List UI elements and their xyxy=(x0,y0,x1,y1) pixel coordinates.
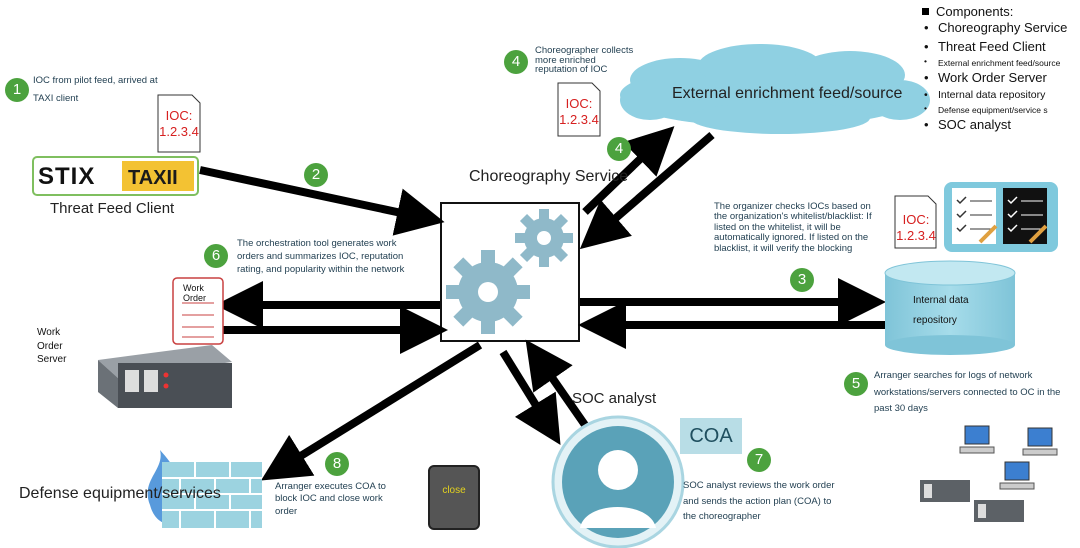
step-text-1: IOC from pilot feed, arrived at TAXI cli… xyxy=(33,75,158,105)
step-text-7: SOC analyst reviews the work order and s… xyxy=(683,480,835,523)
components-item: Internal data repository xyxy=(922,88,1078,104)
components-legend: Components: Choreography Service Threat … xyxy=(922,4,1078,135)
threat-feed-client-label: Threat Feed Client xyxy=(50,200,175,217)
step-badge-8: 8 xyxy=(325,452,349,476)
components-item: Work Order Server xyxy=(922,69,1078,88)
ioc-label: IOC: xyxy=(165,108,193,123)
taxii-logo-bg xyxy=(122,161,194,191)
ioc-value: 1.2.3.4 xyxy=(896,227,936,243)
flow-arrows xyxy=(199,126,886,481)
arrow-cloud-to-chore xyxy=(579,131,715,250)
step-badge-3: 3 xyxy=(790,268,814,292)
components-item: Threat Feed Client xyxy=(922,38,1078,57)
ioc-value: 1.2.3.4 xyxy=(559,111,599,127)
coa-box: COA xyxy=(680,418,742,454)
step-badge-5: 5 xyxy=(844,372,868,396)
components-item: External enrichment feed/source xyxy=(922,57,1078,70)
internal-repo-label: Internal data repository xyxy=(913,295,969,326)
arrow-chore-to-defense xyxy=(260,341,483,481)
network-computers-icon xyxy=(920,425,1058,522)
taxii-logo: TAXII xyxy=(128,167,178,189)
step-badge-4a: 4 xyxy=(504,50,528,74)
components-list: Choreography Service Threat Feed Client … xyxy=(922,19,1078,135)
ioc-document-icon xyxy=(157,82,937,249)
arrow-soc-to-chore xyxy=(525,339,589,428)
step-text-3: The organizer checks IOCs based on the o… xyxy=(714,201,872,254)
components-header: Components: xyxy=(922,4,1078,19)
ioc-doc-1: IOC: 1.2.3.4 xyxy=(158,108,200,139)
work-order-server-label: Work Order Server xyxy=(37,327,67,365)
soc-analyst-label: SOC analyst xyxy=(572,390,657,407)
ioc-label: IOC: xyxy=(902,212,930,227)
components-item: Defense equipment/service s xyxy=(922,104,1078,117)
defense-equipment-label: Defense equipment/services xyxy=(19,485,221,502)
analyst-avatar-icon xyxy=(551,415,685,548)
step-text-8: Arranger executes COA to block IOC and c… xyxy=(275,481,386,517)
checklist-icon xyxy=(944,182,1058,252)
work-order-doc-label: Work Order xyxy=(183,283,207,303)
ioc-value: 1.2.3.4 xyxy=(159,123,199,139)
close-button[interactable]: close xyxy=(428,465,480,530)
step-text-4: Choreographer collects more enriched rep… xyxy=(535,45,634,75)
step-badge-2: 2 xyxy=(304,163,328,187)
choreography-service-label: Choreography Service xyxy=(469,168,629,185)
step-badge-4b: 4 xyxy=(607,137,631,161)
components-item: Choreography Service xyxy=(922,19,1078,38)
ioc-doc-2: IOC: 1.2.3.4 xyxy=(557,96,601,127)
components-item: SOC analyst xyxy=(922,116,1078,135)
arrow-feed-to-chore xyxy=(199,166,445,236)
step-text-6: The orchestration tool generates work or… xyxy=(237,238,405,275)
external-enrichment-label: External enrichment feed/source xyxy=(672,85,903,102)
step-badge-1: 1 xyxy=(5,78,29,102)
step-badge-7: 7 xyxy=(747,448,771,472)
ioc-label: IOC: xyxy=(565,96,593,111)
step-badge-6: 6 xyxy=(204,244,228,268)
stix-logo: STIX xyxy=(38,163,96,190)
firewall-icon xyxy=(147,450,262,528)
server-icon xyxy=(98,345,232,408)
cloud-icon xyxy=(620,44,930,134)
database-icon xyxy=(884,260,1016,355)
work-order-document-icon xyxy=(172,277,224,345)
ioc-doc-3: IOC: 1.2.3.4 xyxy=(894,212,938,243)
step-text-5: Arranger searches for logs of network wo… xyxy=(874,370,1061,415)
